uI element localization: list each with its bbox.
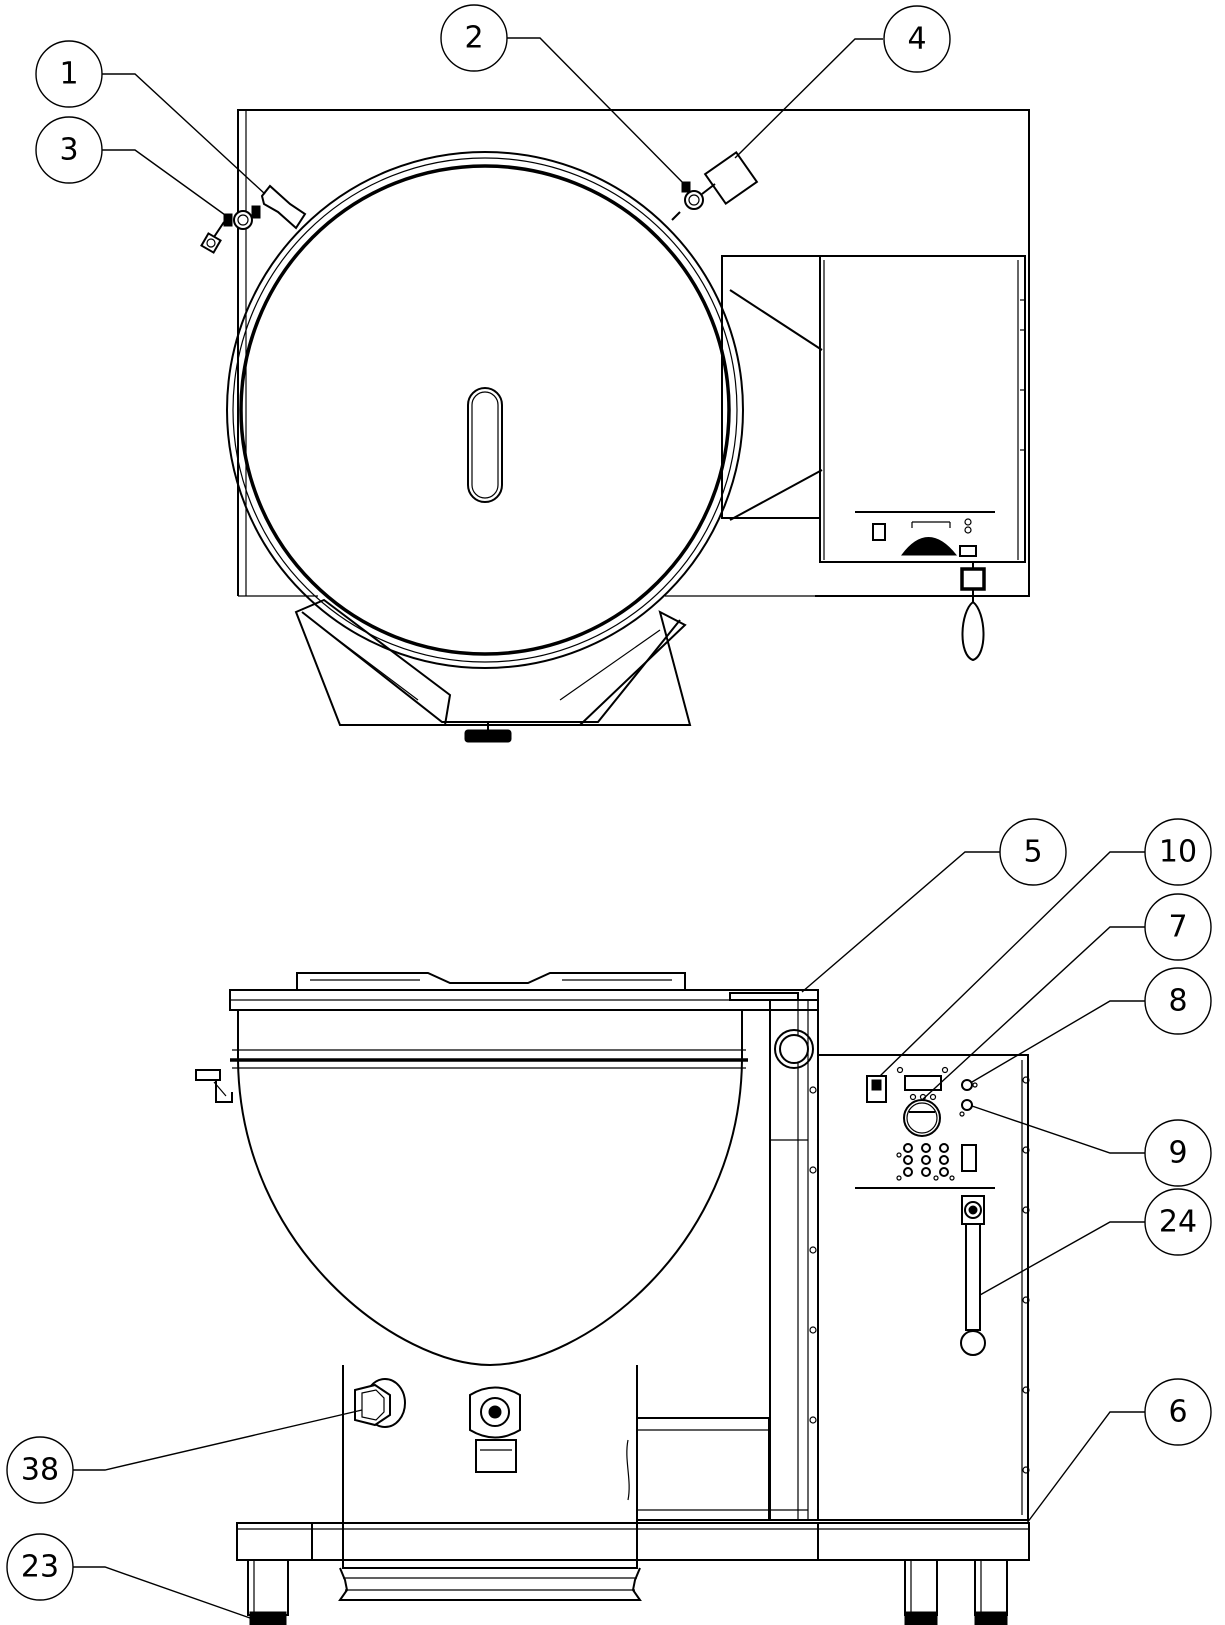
callout-7: 7 — [921, 893, 1212, 1101]
top-view-kettle — [226, 151, 744, 669]
front-view — [195, 972, 1030, 1625]
front-view-center-valve — [469, 1386, 521, 1473]
front-view-column — [769, 999, 819, 1521]
callout-38: 38 — [6, 1409, 363, 1504]
callout-5: 5 — [801, 818, 1067, 993]
callout-4-label: 4 — [907, 22, 926, 57]
top-view — [200, 109, 1030, 743]
front-view-pedestal — [338, 1365, 770, 1601]
callout-38-label: 38 — [21, 1453, 59, 1488]
front-view-side-fitting — [195, 1069, 233, 1103]
callout-24-label: 24 — [1159, 1205, 1197, 1240]
callout-10: 10 — [879, 818, 1212, 1077]
top-view-drain-foot — [464, 722, 512, 743]
top-view-valve-left — [200, 184, 307, 254]
front-view-drain-port — [354, 1378, 406, 1428]
callout-1: 1 — [35, 40, 266, 195]
callout-2-label: 2 — [464, 21, 483, 56]
callout-1-label: 1 — [59, 57, 78, 92]
callout-9-label: 9 — [1168, 1136, 1187, 1171]
top-view-valve-right — [671, 150, 759, 221]
callout-2: 2 — [440, 4, 691, 191]
top-view-cradle — [294, 598, 692, 726]
front-view-tilt-handle — [960, 1195, 986, 1356]
front-view-control-cabinet — [817, 1054, 1030, 1521]
callout-9: 9 — [971, 1105, 1212, 1187]
callout-3-label: 3 — [59, 133, 78, 168]
front-view-kettle-body — [230, 1010, 748, 1367]
top-view-frame — [237, 109, 1030, 597]
callout-23: 23 — [6, 1533, 251, 1619]
callout-5-label: 5 — [1023, 835, 1042, 870]
callout-8-label: 8 — [1168, 984, 1187, 1019]
top-view-control-cabinet — [819, 255, 1026, 662]
front-view-lid — [229, 972, 819, 1011]
callout-7-label: 7 — [1168, 910, 1187, 945]
callout-10-label: 10 — [1159, 835, 1197, 870]
callouts: 1 2 3 4 5 10 — [6, 4, 1212, 1619]
callout-4: 4 — [734, 5, 951, 159]
callout-8: 8 — [971, 967, 1212, 1083]
callout-3: 3 — [35, 116, 233, 221]
front-view-legs — [247, 1559, 1008, 1625]
callout-6: 6 — [1026, 1378, 1212, 1524]
callout-24: 24 — [979, 1188, 1212, 1296]
front-view-base — [236, 1522, 1030, 1561]
front-view-keypad — [896, 1143, 955, 1181]
top-view-support-arm — [721, 255, 823, 521]
callout-6-label: 6 — [1168, 1395, 1187, 1430]
callout-23-label: 23 — [21, 1550, 59, 1585]
